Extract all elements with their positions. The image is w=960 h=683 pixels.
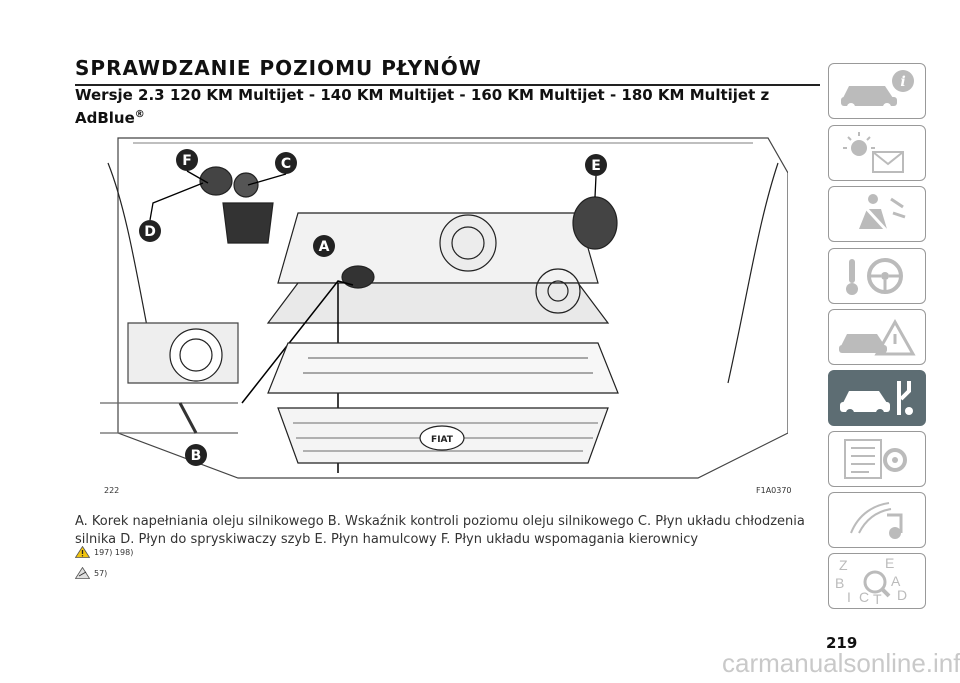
warning-note: 197) 198): [75, 546, 133, 558]
section-subtitle: Wersje 2.3 120 KM Multijet - 140 KM Mult…: [75, 86, 770, 127]
label-A: A: [313, 235, 335, 257]
chapter-tab-technical-data[interactable]: [828, 431, 926, 487]
chapter-tab-multimedia[interactable]: [828, 492, 926, 548]
svg-text:C: C: [281, 156, 291, 172]
svg-text:A: A: [319, 239, 330, 255]
maintenance-car-icon: [840, 381, 913, 417]
fiat-badge: FIAT: [431, 435, 454, 445]
svg-text:B: B: [191, 448, 202, 464]
car-info-icon: i: [841, 70, 914, 111]
label-F: F: [176, 149, 198, 171]
index-icon: Z E B A I C T D: [835, 555, 907, 607]
warning-triangle-icon: [75, 546, 90, 558]
chapter-tab-emergency[interactable]: [828, 309, 926, 365]
title-divider: [75, 84, 820, 86]
svg-text:D: D: [144, 224, 156, 240]
watermark: carmanualsonline.info: [722, 648, 960, 678]
attention-note-refs: 57): [94, 568, 108, 578]
svg-text:E: E: [591, 158, 601, 174]
steering-key-icon: [846, 258, 903, 295]
attention-note: 57): [75, 567, 107, 579]
page-number: 219: [826, 634, 858, 652]
svg-text:Z: Z: [839, 557, 848, 573]
technical-data-icon: [844, 439, 907, 479]
svg-text:I: I: [847, 589, 851, 605]
svg-text:D: D: [897, 587, 907, 603]
engine-bay-illustration: FIAT A B C D E F: [98, 133, 789, 481]
figure-reference: 222: [104, 486, 120, 495]
svg-text:A: A: [891, 573, 901, 589]
chapter-tab-driving[interactable]: [828, 248, 926, 304]
chapter-tab-car-info[interactable]: i: [828, 63, 926, 119]
svg-text:F: F: [182, 153, 192, 169]
warning-note-refs: 197) 198): [94, 547, 134, 557]
label-E: E: [585, 154, 607, 176]
airbag-seatbelt-icon: [859, 194, 906, 233]
figure-code: F1A0370: [756, 486, 792, 495]
warning-lights-icon: [843, 132, 904, 173]
figure-caption: A. Korek napełniania oleju silnikowego B…: [75, 514, 805, 547]
svg-text:C: C: [859, 589, 869, 605]
section-title: SPRAWDZANIE POZIOMU PŁYNÓW: [75, 56, 482, 80]
label-D: D: [139, 220, 161, 242]
multimedia-icon: [850, 502, 903, 539]
attention-triangle-icon: [75, 567, 90, 579]
chapter-tab-warning-lights[interactable]: [828, 125, 926, 181]
svg-text:T: T: [873, 591, 882, 607]
svg-text:E: E: [885, 555, 894, 571]
chapter-tab-index[interactable]: Z E B A I C T D: [828, 553, 926, 609]
label-C: C: [275, 152, 297, 174]
svg-text:B: B: [835, 575, 844, 591]
chapter-tab-maintenance[interactable]: [828, 370, 926, 426]
chapter-tab-safety[interactable]: [828, 186, 926, 242]
svg-text:i: i: [900, 74, 905, 90]
emergency-car-icon: [839, 318, 916, 356]
label-B: B: [185, 444, 207, 466]
